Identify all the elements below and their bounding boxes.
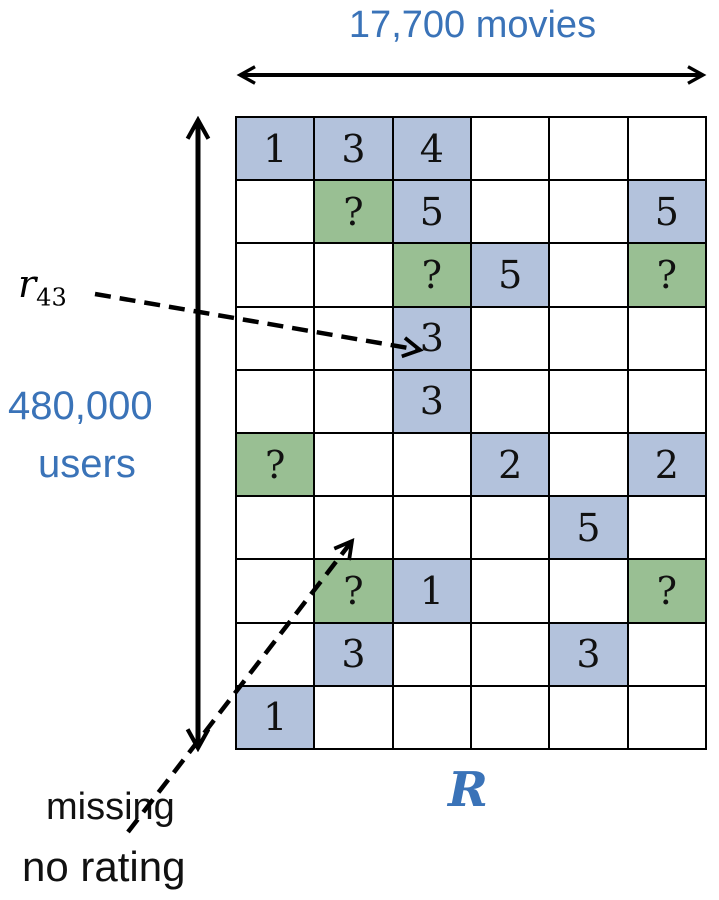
empty-cell: [236, 622, 315, 686]
empty-cell: [236, 496, 315, 560]
no-rating-label: no rating: [22, 843, 186, 890]
missing-rating-cell: ?: [236, 433, 315, 497]
empty-cell: [549, 559, 628, 623]
rating-cell: 1: [236, 117, 315, 181]
empty-cell: [471, 622, 550, 686]
empty-cell: [236, 306, 315, 370]
rating-cell: 1: [236, 685, 315, 749]
users-word-label: users: [38, 442, 136, 486]
empty-cell: [627, 496, 706, 560]
missing-rating-cell: ?: [314, 180, 393, 244]
empty-cell: [471, 306, 550, 370]
empty-cell: [627, 306, 706, 370]
empty-cell: [471, 496, 550, 560]
empty-cell: [627, 622, 706, 686]
rating-cell: 3: [549, 622, 628, 686]
empty-cell: [314, 496, 393, 560]
missing-rating-cell: ?: [314, 559, 393, 623]
empty-cell: [314, 306, 393, 370]
empty-cell: [549, 369, 628, 433]
missing-rating-cell: ?: [627, 243, 706, 307]
rating-cell: 2: [471, 433, 550, 497]
empty-cell: [314, 243, 393, 307]
rating-cell: 3: [314, 117, 393, 181]
missing-rating-cell: ?: [627, 559, 706, 623]
empty-cell: [392, 433, 471, 497]
empty-cell: [549, 433, 628, 497]
empty-cell: [471, 685, 550, 749]
rating-cell: 3: [392, 306, 471, 370]
entry-symbol: r: [18, 262, 37, 306]
movies-count-label: 17,700 movies: [348, 4, 597, 46]
empty-cell: [392, 496, 471, 560]
entry-label: r43: [18, 262, 67, 312]
missing-rating-cell: ?: [392, 243, 471, 307]
empty-cell: [549, 117, 628, 181]
rating-cell: 5: [471, 243, 550, 307]
empty-cell: [549, 243, 628, 307]
empty-cell: [549, 306, 628, 370]
empty-cell: [392, 685, 471, 749]
rating-cell: 4: [392, 117, 471, 181]
rating-cell: 5: [549, 496, 628, 560]
empty-cell: [314, 685, 393, 749]
rating-cell: 3: [392, 369, 471, 433]
empty-cell: [471, 369, 550, 433]
empty-cell: [471, 559, 550, 623]
empty-cell: [236, 243, 315, 307]
empty-cell: [549, 685, 628, 749]
empty-cell: [627, 685, 706, 749]
rating-cell: 2: [627, 433, 706, 497]
empty-cell: [549, 180, 628, 244]
rating-cell: 5: [392, 180, 471, 244]
rating-cell: 5: [627, 180, 706, 244]
rating-cell: 3: [314, 622, 393, 686]
empty-cell: [236, 369, 315, 433]
empty-cell: [314, 369, 393, 433]
rating-cell: 1: [392, 559, 471, 623]
empty-cell: [627, 369, 706, 433]
entry-subscript: 43: [36, 283, 67, 312]
empty-cell: [471, 117, 550, 181]
missing-label: missing: [46, 786, 175, 828]
empty-cell: [471, 180, 550, 244]
empty-cell: [627, 117, 706, 181]
empty-cell: [236, 559, 315, 623]
empty-cell: [314, 433, 393, 497]
empty-cell: [392, 622, 471, 686]
matrix-name-label: R: [448, 762, 488, 818]
empty-cell: [236, 180, 315, 244]
users-count-label: 480,000: [8, 384, 153, 428]
